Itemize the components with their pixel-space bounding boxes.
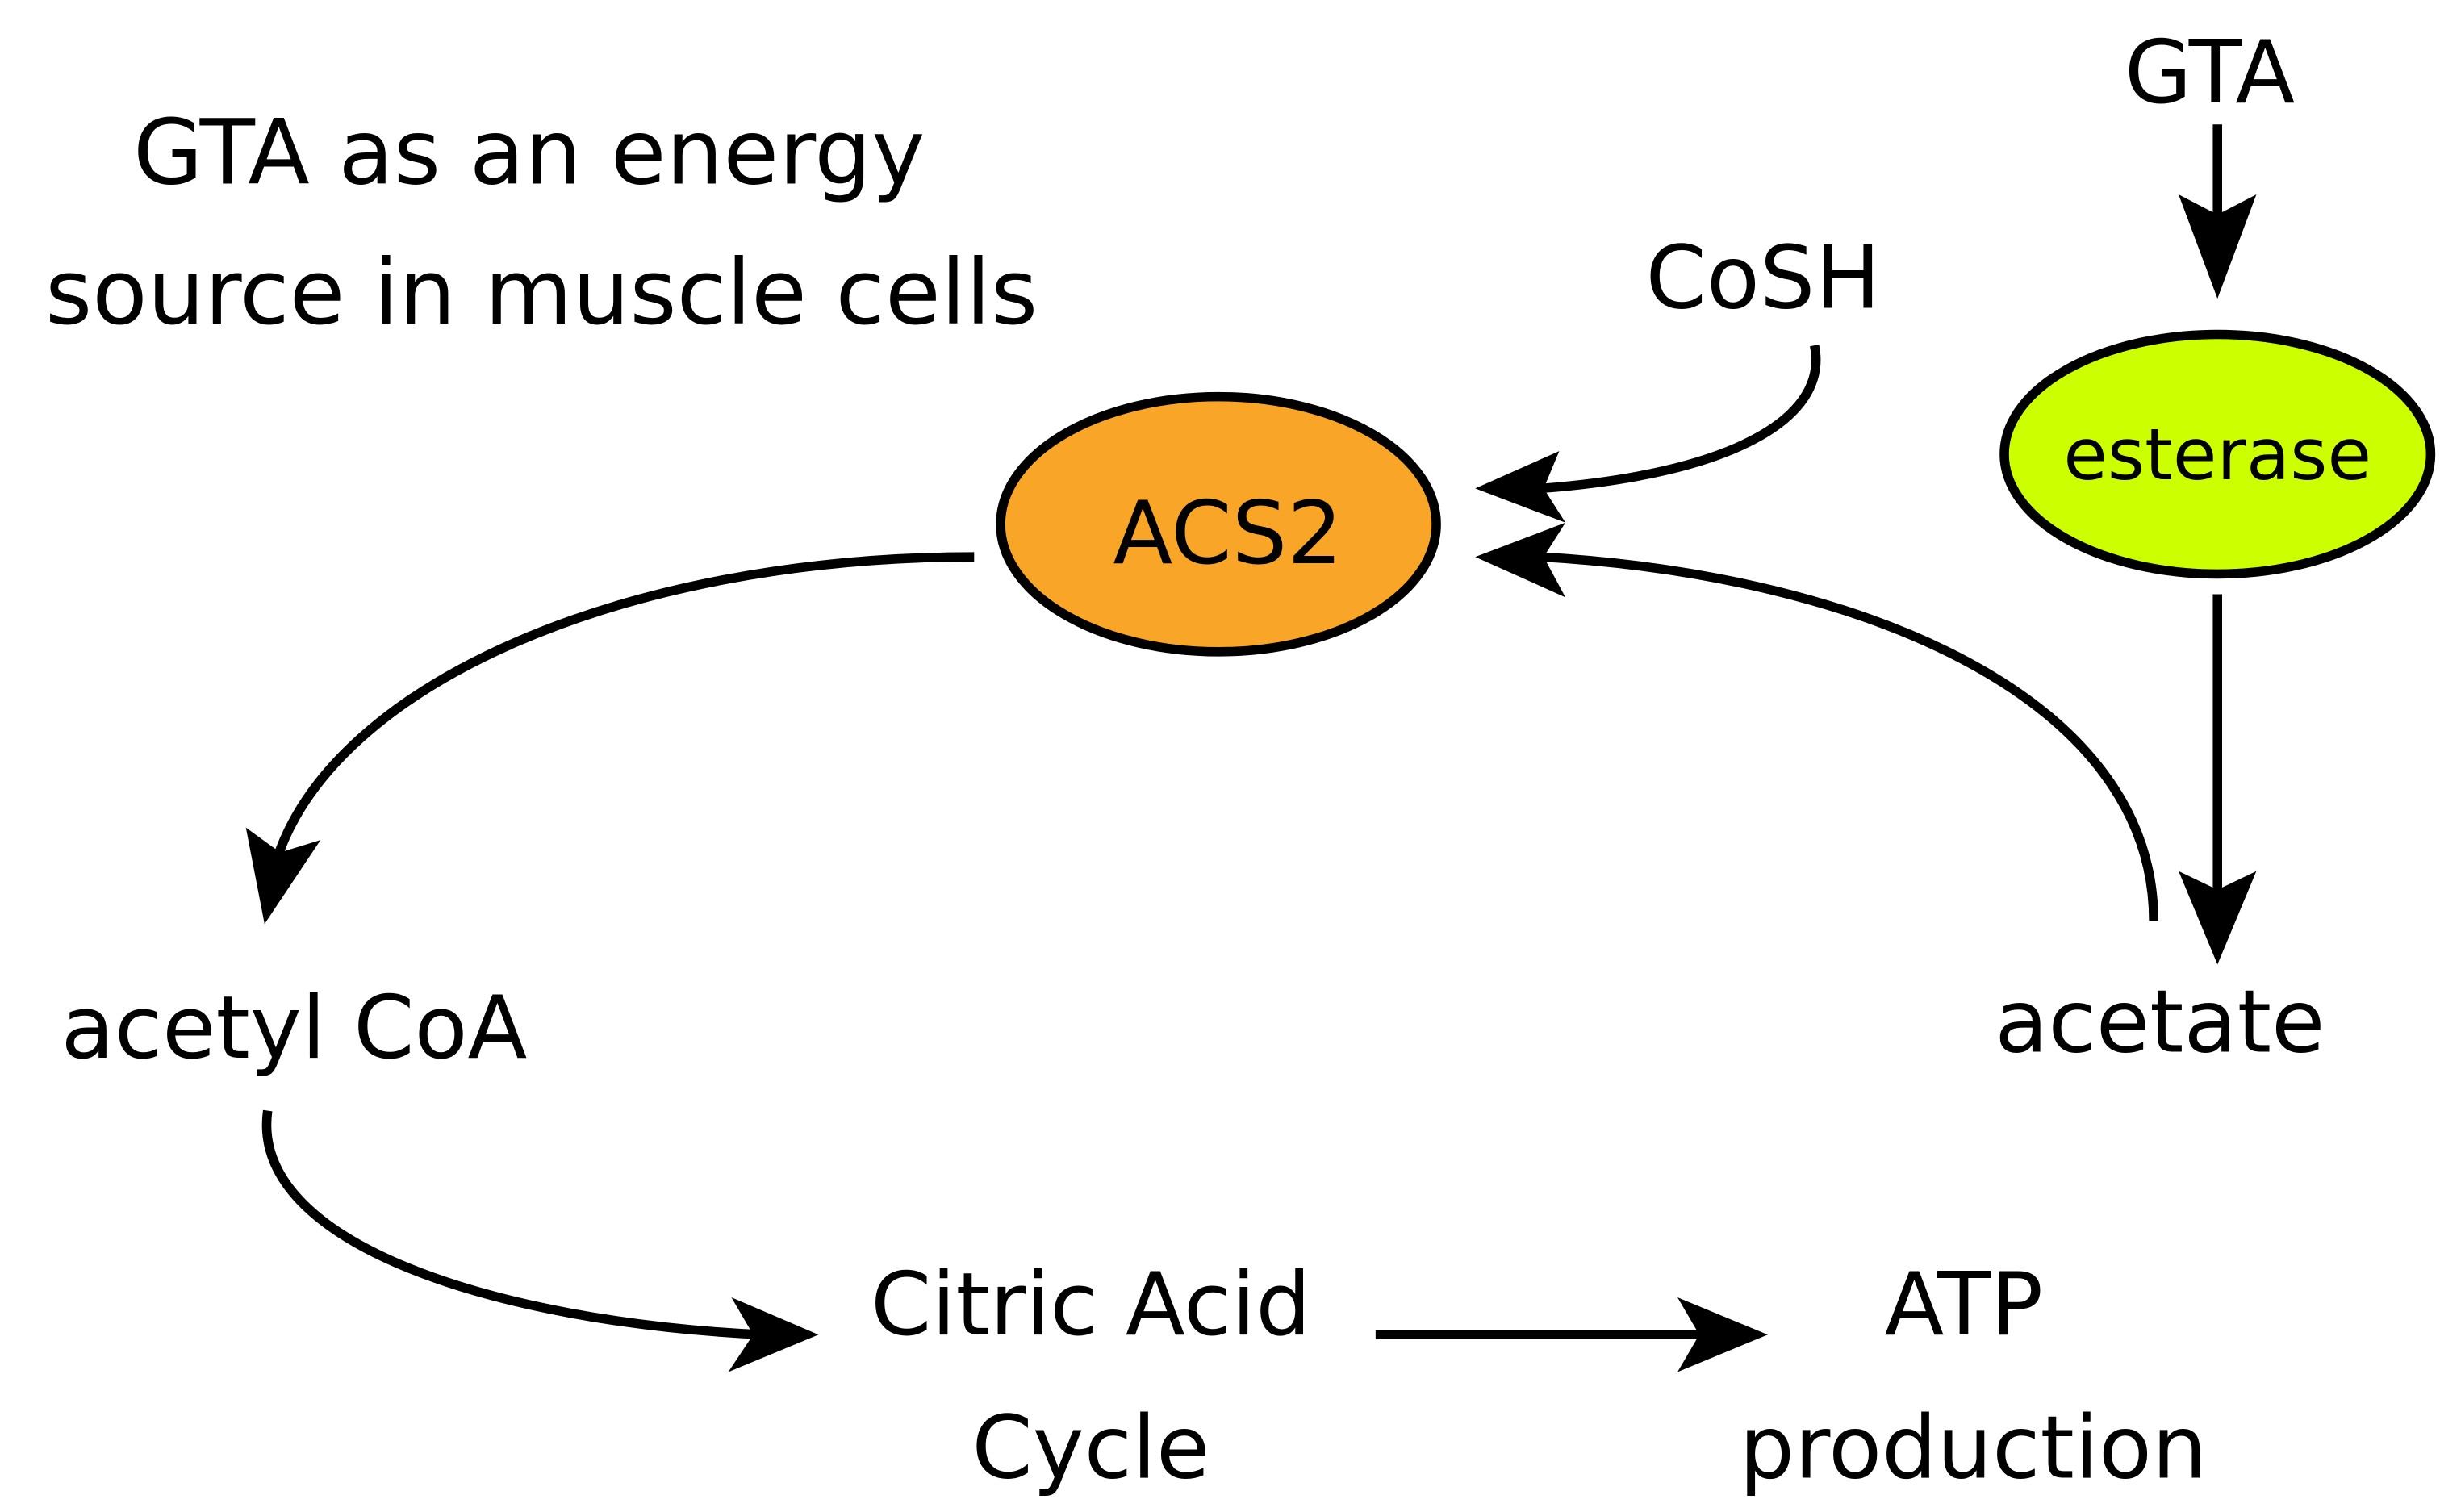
gta-label: GTA xyxy=(2125,23,2295,123)
arrow-citric-acid-cycle-to-atp xyxy=(1375,1297,1768,1372)
esterase-enzyme-node: esterase xyxy=(1999,329,2436,579)
acs2-label: ACS2 xyxy=(1113,483,1343,584)
citric-acid-cycle-label-line1: Citric Acid xyxy=(871,1255,1311,1355)
cosh-label: CoSH xyxy=(1645,228,1880,329)
diagram-title-line2: source in muscle cells xyxy=(45,240,1038,345)
arrow-gta-to-esterase xyxy=(2179,124,2257,299)
acetyl-coa-label: acetyl CoA xyxy=(61,978,528,1079)
atp-production-label-line2: production xyxy=(1740,1398,2208,1499)
acs2-enzyme-node: ACS2 xyxy=(996,391,1441,657)
arrow-acetate-to-acs2 xyxy=(1475,522,2158,921)
arrow-cosh-to-acs2 xyxy=(1475,344,1821,523)
atp-production-label-line1: ATP xyxy=(1885,1255,2044,1355)
acs2-ellipse xyxy=(996,391,1441,657)
arrow-acetyl-coa-to-citric-acid-cycle xyxy=(261,1109,819,1372)
acetate-label: acetate xyxy=(1995,971,2325,1072)
diagram-title-line1: GTA as an energy xyxy=(133,101,925,206)
citric-acid-cycle-label-line2: Cycle xyxy=(971,1398,1210,1499)
esterase-ellipse xyxy=(1999,329,2436,579)
arrow-acs2-to-acetyl-coa xyxy=(245,552,975,925)
esterase-label: esterase xyxy=(2063,413,2371,496)
arrow-esterase-to-acetate xyxy=(2179,594,2257,965)
